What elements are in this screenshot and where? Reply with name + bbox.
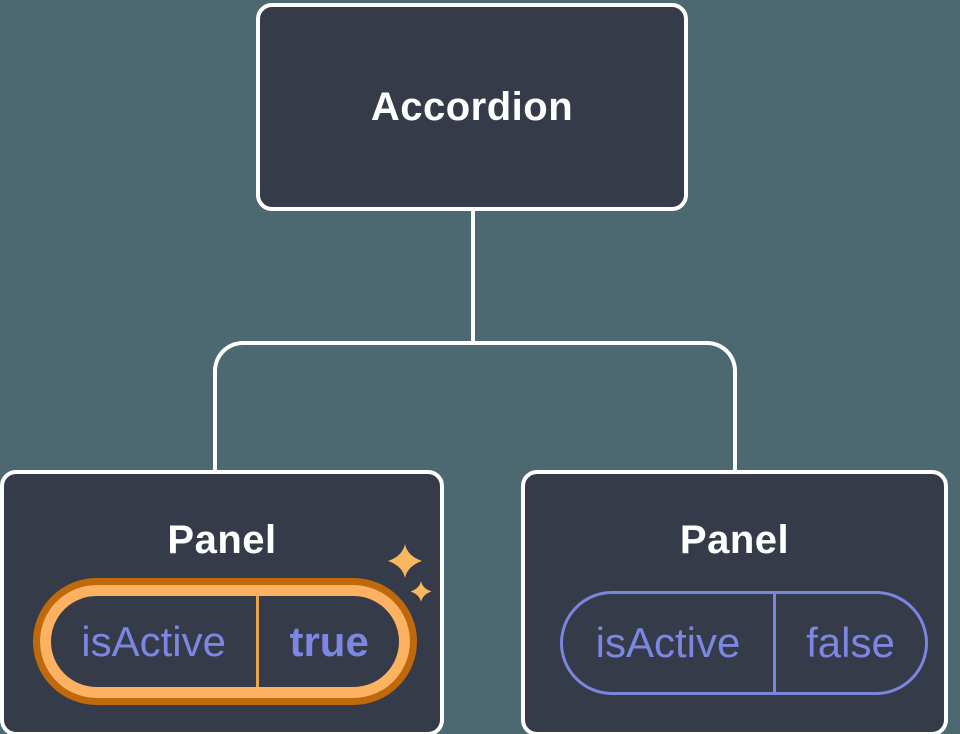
panel-title: Panel — [679, 518, 790, 562]
sparkle-small — [410, 581, 432, 602]
state-key-label: isActive — [81, 617, 226, 665]
accordion-node-label: Accordion — [370, 84, 574, 129]
pill-divider — [256, 596, 260, 687]
connector-branch — [213, 341, 737, 473]
connector-stem — [471, 209, 475, 343]
panel-title: Panel — [167, 518, 277, 562]
accordion-node: Accordion — [256, 3, 688, 211]
state-pill-gold-ring: isActive true — [40, 585, 410, 698]
state-key-label: isActive — [595, 619, 741, 666]
state-pill-highlighted: isActive true — [33, 578, 417, 705]
state-value-label: true — [289, 617, 369, 665]
sparkle-large — [388, 544, 422, 578]
panel-node-inactive: Panel isActive false — [521, 470, 948, 734]
panel-node-active: Panel isActive true — [0, 470, 444, 734]
sparkles-icon — [388, 544, 432, 602]
state-pill-default: isActive false — [560, 591, 928, 695]
state-value-label: false — [806, 619, 895, 666]
pill-divider — [772, 594, 776, 692]
